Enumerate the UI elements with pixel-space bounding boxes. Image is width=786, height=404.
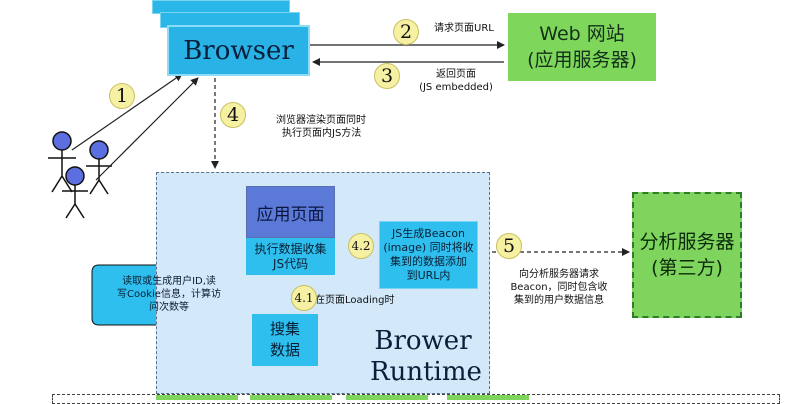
label-send-3: 集到的用户数据信息 bbox=[514, 295, 604, 306]
label-loading: 在页面Loading时 bbox=[315, 295, 395, 306]
web-server-line1: Web 网站 bbox=[539, 23, 625, 45]
runtime-label: Brower Runtime bbox=[370, 326, 482, 388]
bottom-block-4 bbox=[447, 395, 529, 400]
analysis-line1: 分析服务器 bbox=[639, 231, 735, 253]
bubble-line3: 问次数等 bbox=[149, 302, 189, 313]
beacon-line3: 集到的数据添加 bbox=[390, 255, 467, 268]
step-1-badge: 1 bbox=[109, 83, 135, 109]
bottom-block-3 bbox=[346, 395, 428, 400]
app-page-box: 应用页面 bbox=[246, 186, 335, 238]
analysis-server-box: 分析服务器 (第三方) bbox=[632, 192, 742, 318]
app-page-label: 应用页面 bbox=[256, 204, 325, 225]
collect-line1: 搜集 bbox=[269, 320, 300, 338]
step-4-1-badge: 4.1 bbox=[291, 285, 317, 311]
step-5-badge: 5 bbox=[496, 233, 522, 259]
bottom-block-2 bbox=[250, 395, 332, 400]
web-server-line2: (应用服务器) bbox=[527, 49, 637, 71]
step-2-badge: 2 bbox=[393, 19, 419, 45]
collect-data-box: 搜集 数据 bbox=[252, 314, 318, 366]
label-send-beacon: 向分析服务器请求 Beacon，同时包含收 集到的用户数据信息 bbox=[503, 268, 615, 307]
label-request-url: 请求页面URL bbox=[434, 23, 494, 34]
beacon-box: JS生成Beacon (image) 同时将收 集到的数据添加 到URL内 bbox=[379, 221, 478, 289]
collect-line2: 数据 bbox=[269, 341, 300, 359]
step-4-2-badge: 4.2 bbox=[348, 233, 374, 259]
bottom-block-1 bbox=[156, 395, 238, 400]
beacon-line4: 到URL内 bbox=[406, 269, 451, 282]
step-4-badge: 4 bbox=[220, 102, 246, 128]
bubble-line2: 写Cookie信息，计算访 bbox=[117, 289, 221, 300]
runtime-line2: Runtime bbox=[370, 357, 482, 387]
label-render-1: 浏览器渲染页面同时 bbox=[276, 115, 366, 126]
web-server-box: Web 网站 (应用服务器) bbox=[508, 13, 656, 81]
bubble-line1: 读取或生成用户ID,读 bbox=[122, 276, 216, 287]
label-render-2: 执行页面内JS方法 bbox=[282, 128, 362, 139]
bubble-text: 读取或生成用户ID,读 写Cookie信息，计算访 问次数等 bbox=[95, 275, 243, 314]
browser-box: Browser bbox=[167, 25, 310, 76]
label-render: 浏览器渲染页面同时 执行页面内JS方法 bbox=[276, 114, 366, 140]
label-return-page-1: 返回页面 bbox=[436, 69, 476, 80]
exec-js-line2: JS代码 bbox=[272, 256, 309, 271]
analysis-line2: (第三方) bbox=[651, 257, 723, 279]
beacon-line1: JS生成Beacon bbox=[391, 227, 466, 240]
step-3-badge: 3 bbox=[374, 63, 400, 89]
exec-js-box: 执行数据收集 JS代码 bbox=[246, 238, 335, 275]
beacon-line2: (image) 同时将收 bbox=[383, 241, 474, 254]
browser-label: Browser bbox=[183, 35, 294, 66]
runtime-line1: Brower bbox=[374, 326, 472, 356]
label-return-page: 返回页面 (JS embedded) bbox=[416, 68, 496, 94]
arrow-users-to-browser-1 bbox=[71, 73, 183, 151]
users-icon bbox=[48, 131, 112, 219]
label-send-2: Beacon，同时包含收 bbox=[510, 282, 608, 293]
arrow-users-to-browser-2 bbox=[95, 77, 199, 181]
label-return-page-2: (JS embedded) bbox=[419, 82, 493, 93]
exec-js-line1: 执行数据收集 bbox=[254, 241, 327, 256]
label-send-1: 向分析服务器请求 bbox=[519, 269, 599, 280]
